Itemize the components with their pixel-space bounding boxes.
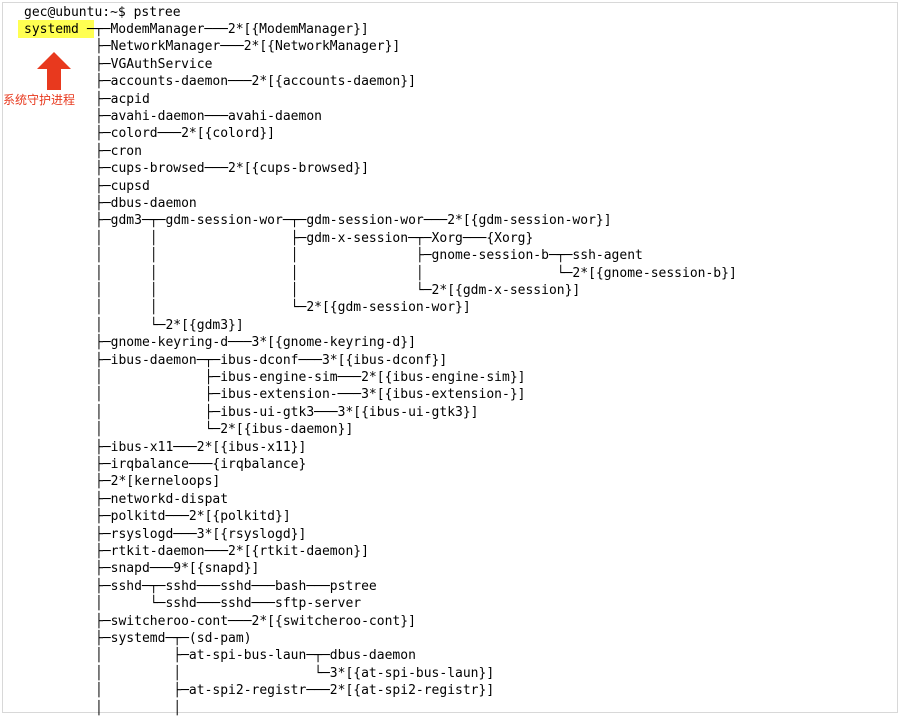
tree-line: ├─dbus-daemon — [95, 196, 197, 211]
tree-line: │ │ — [95, 700, 182, 716]
root-process-label: systemd — [24, 22, 79, 37]
tree-line: ├─avahi-daemon───avahi-daemon — [95, 109, 322, 124]
tree-line: ├─ibus-daemon─┬─ibus-dconf───3*[{ibus-dc… — [95, 352, 448, 368]
up-arrow-icon — [37, 52, 71, 90]
tree-line: ├─ibus-x11───2*[{ibus-x11}] — [95, 439, 307, 455]
tree-line: │ │ │ ├─gnome-session-b─┬─ssh-agent — [95, 248, 643, 264]
root-process-highlight — [18, 20, 94, 38]
tree-line: │ └─2*[{gdm3}] — [95, 317, 244, 333]
tree-line: │ │ └─2*[{gdm-session-wor}] — [95, 300, 471, 316]
tree-line: │ ├─at-spi-bus-laun─┬─dbus-daemon — [95, 648, 416, 664]
tree-line: │ ├─ibus-ui-gtk3───3*[{ibus-ui-gtk3}] — [95, 404, 479, 420]
tree-line: ├─rtkit-daemon───2*[{rtkit-daemon}] — [95, 544, 369, 559]
tree-line: ├─switcheroo-cont───2*[{switcheroo-cont}… — [95, 613, 416, 629]
tree-line: │ │ │ │ └─2*[{gnome-session-b}] — [95, 265, 737, 281]
tree-line: ├─gdm3─┬─gdm-session-wor─┬─gdm-session-w… — [95, 213, 612, 229]
tree-line: ├─sshd─┬─sshd───sshd───bash───pstree — [95, 578, 377, 594]
tree-line: ├─gnome-keyring-d───3*[{gnome-keyring-d}… — [95, 335, 416, 351]
tree-line: ├─cupsd — [95, 178, 150, 194]
tree-line: │ │ ├─gdm-x-session─┬─Xorg───{Xorg} — [95, 230, 534, 246]
tree-line: ├─polkitd───2*[{polkitd}] — [95, 509, 291, 525]
tree-line: ├─acpid — [95, 91, 150, 107]
tree-line: ├─2*[kerneloops] — [95, 474, 221, 490]
tree-line: │ │ └─3*[{at-spi-bus-laun}] — [95, 665, 495, 681]
tree-line: ├─networkd-dispat — [95, 491, 229, 507]
tree-line: │ └─sshd───sshd───sftp-server — [95, 596, 362, 612]
tree-line: ─┬─ModemManager───2*[{ModemManager}] — [87, 22, 369, 37]
tree-line: │ ├─at-spi2-registr───2*[{at-spi2-regist… — [95, 683, 495, 699]
tree-line: │ ├─ibus-extension-───3*[{ibus-extension… — [95, 387, 526, 403]
tree-line: │ ├─ibus-engine-sim───2*[{ibus-engine-si… — [95, 370, 526, 385]
tree-line: ├─irqbalance───{irqbalance} — [95, 457, 307, 472]
tree-line: ├─VGAuthService — [95, 56, 213, 72]
tree-line: │ └─2*[{ibus-daemon}] — [95, 422, 354, 438]
tree-line: ├─systemd─┬─(sd-pam) — [95, 631, 252, 646]
tree-line: ├─snapd───9*[{snapd}] — [95, 561, 260, 577]
tree-line: ├─cron — [95, 143, 142, 159]
tree-line: ├─colord───2*[{colord}] — [95, 126, 276, 142]
tree-line: ├─rsyslogd───3*[{rsyslogd}] — [95, 526, 307, 542]
tree-line: ├─cups-browsed───2*[{cups-browsed}] — [95, 161, 369, 177]
tree-line: ├─NetworkManager───2*[{NetworkManager}] — [95, 39, 401, 55]
tree-line: │ │ │ └─2*[{gdm-x-session}] — [95, 283, 581, 298]
command-prompt: gec@ubuntu:~$ pstree — [24, 5, 181, 20]
annotation-label: 系统守护进程 — [3, 93, 76, 107]
tree-line: ├─accounts-daemon───2*[{accounts-daemon}… — [95, 74, 416, 90]
